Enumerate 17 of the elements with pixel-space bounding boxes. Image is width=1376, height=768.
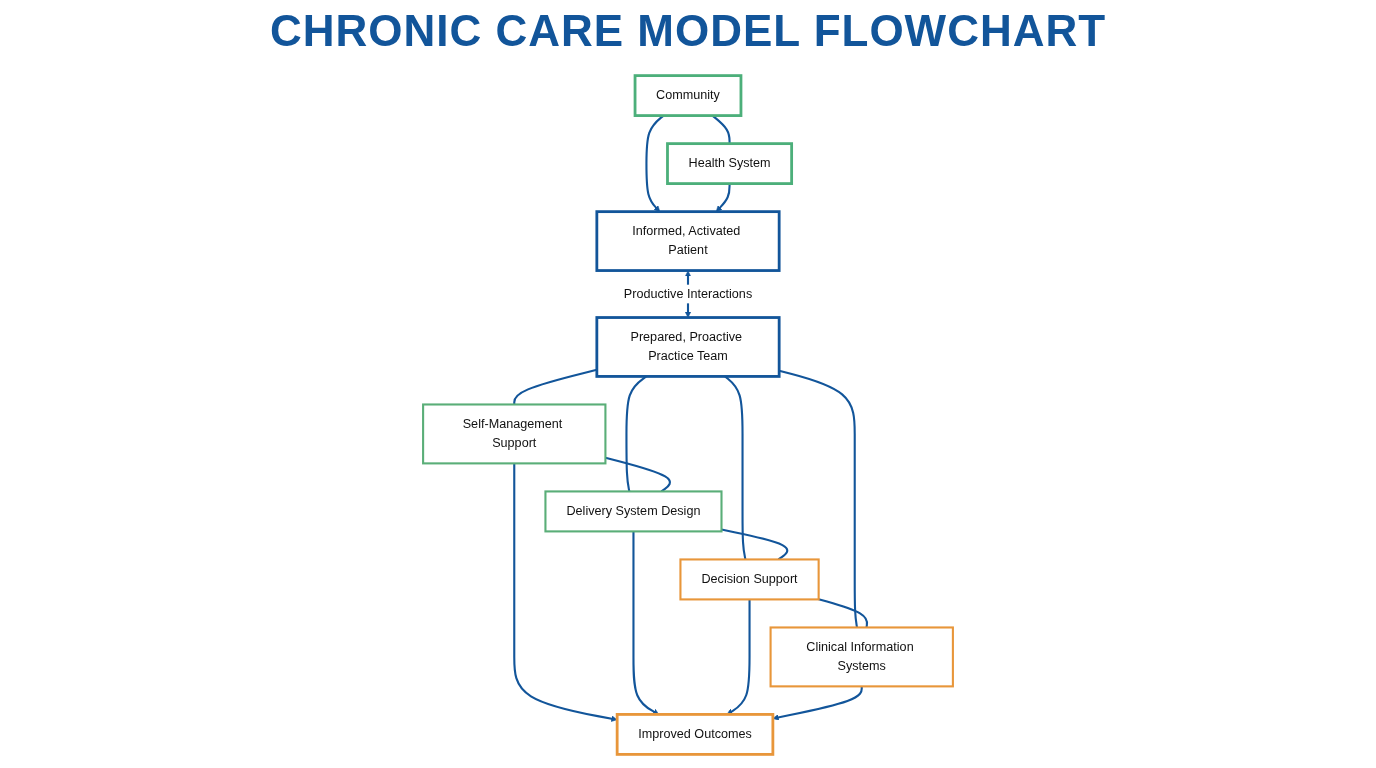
arrow: [715, 183, 731, 212]
connector: [818, 598, 868, 628]
node-box: Health System: [666, 142, 794, 185]
arrow: [726, 599, 751, 715]
arrow: [772, 686, 863, 721]
node-box: Clinical Information Systems: [769, 626, 954, 688]
node-box: Improved Outcomes: [615, 713, 775, 756]
node-box: Informed, Activated Patient: [595, 210, 781, 272]
node-box: Prepared, Proactive Practice Team: [595, 316, 781, 378]
arrow: [632, 531, 660, 715]
arrow: [513, 463, 618, 722]
diagram-title: CHRONIC CARE MODEL FLOWCHART: [268, 6, 1108, 56]
node-box: Delivery System Design: [544, 490, 723, 533]
node-box: Decision Support: [679, 558, 820, 601]
edge-label: Productive Interactions: [623, 286, 753, 301]
node-box: Self-Management Support: [422, 403, 607, 465]
node-box: Community: [633, 74, 743, 117]
